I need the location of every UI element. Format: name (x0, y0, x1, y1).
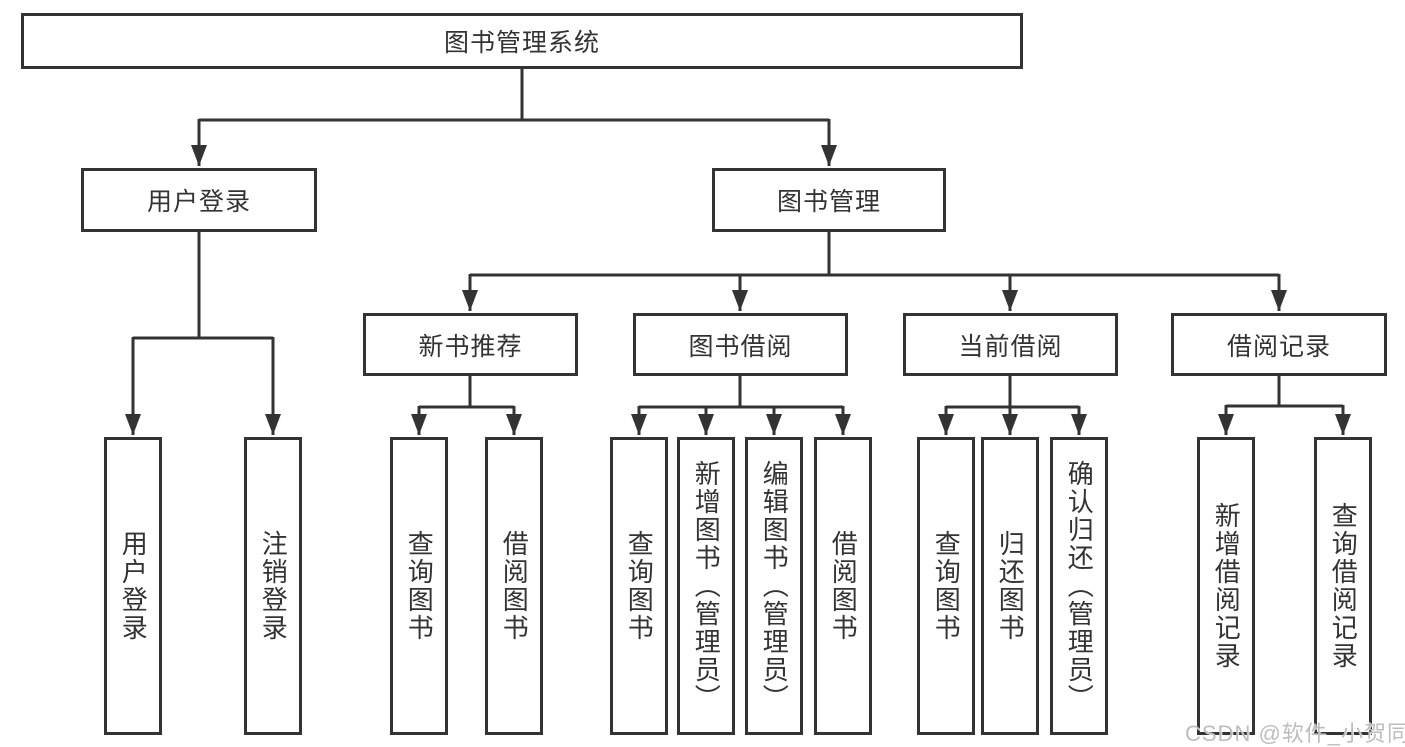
node-book-borrowing: 图书借阅 (633, 313, 848, 376)
node-borrowing-records: 借阅记录 (1171, 313, 1387, 376)
leaf-query-borrow-record: 查询借阅记录 (1314, 437, 1372, 735)
leaf-label: 新增图书（管理员） (691, 460, 722, 712)
leaf-query-books-recommend: 查询图书 (390, 437, 448, 735)
leaf-add-books-admin: 新增图书（管理员） (677, 437, 735, 735)
node-library-management-system: 图书管理系统 (21, 13, 1023, 69)
leaf-label: 查询图书 (404, 530, 435, 642)
node-label: 用户登录 (146, 188, 251, 216)
node-label: 借阅记录 (1226, 332, 1331, 361)
leaf-label: 借阅图书 (499, 530, 530, 642)
leaf-label: 确认归还（管理员） (1064, 460, 1095, 712)
node-new-book-recommend: 新书推荐 (363, 313, 578, 376)
leaf-query-books-current: 查询图书 (917, 437, 975, 735)
leaf-label: 查询图书 (931, 530, 962, 642)
leaf-label: 用户登录 (118, 530, 149, 642)
leaf-edit-books-admin: 编辑图书（管理员） (745, 437, 803, 735)
node-current-borrowing: 当前借阅 (903, 313, 1118, 376)
leaf-label: 借阅图书 (828, 530, 859, 642)
node-book-management: 图书管理 (712, 168, 946, 232)
leaf-label: 查询借阅记录 (1328, 502, 1359, 670)
leaf-label: 查询图书 (624, 530, 655, 642)
csdn-watermark: CSDN @软件_小贺同学 (1185, 721, 1405, 746)
leaf-user-login: 用户登录 (104, 437, 162, 735)
leaf-logout: 注销登录 (244, 437, 302, 735)
node-label: 图书管理 (776, 188, 881, 216)
leaf-label: 归还图书 (995, 530, 1026, 642)
leaf-confirm-return-admin: 确认归还（管理员） (1050, 437, 1108, 735)
leaf-label: 编辑图书（管理员） (759, 460, 790, 712)
leaf-query-books-borrow: 查询图书 (610, 437, 668, 735)
node-label: 图书借阅 (688, 332, 793, 361)
leaf-borrow-books: 借阅图书 (814, 437, 872, 735)
leaf-label: 新增借阅记录 (1211, 502, 1242, 670)
node-user-login: 用户登录 (81, 168, 317, 232)
node-label: 图书管理系统 (443, 29, 600, 57)
node-label: 当前借阅 (958, 332, 1063, 361)
node-label: 新书推荐 (418, 332, 523, 361)
leaf-label: 注销登录 (258, 530, 289, 642)
leaf-add-borrow-record: 新增借阅记录 (1197, 437, 1255, 735)
leaf-borrow-books-recommend: 借阅图书 (485, 437, 543, 735)
leaf-return-books: 归还图书 (981, 437, 1039, 735)
